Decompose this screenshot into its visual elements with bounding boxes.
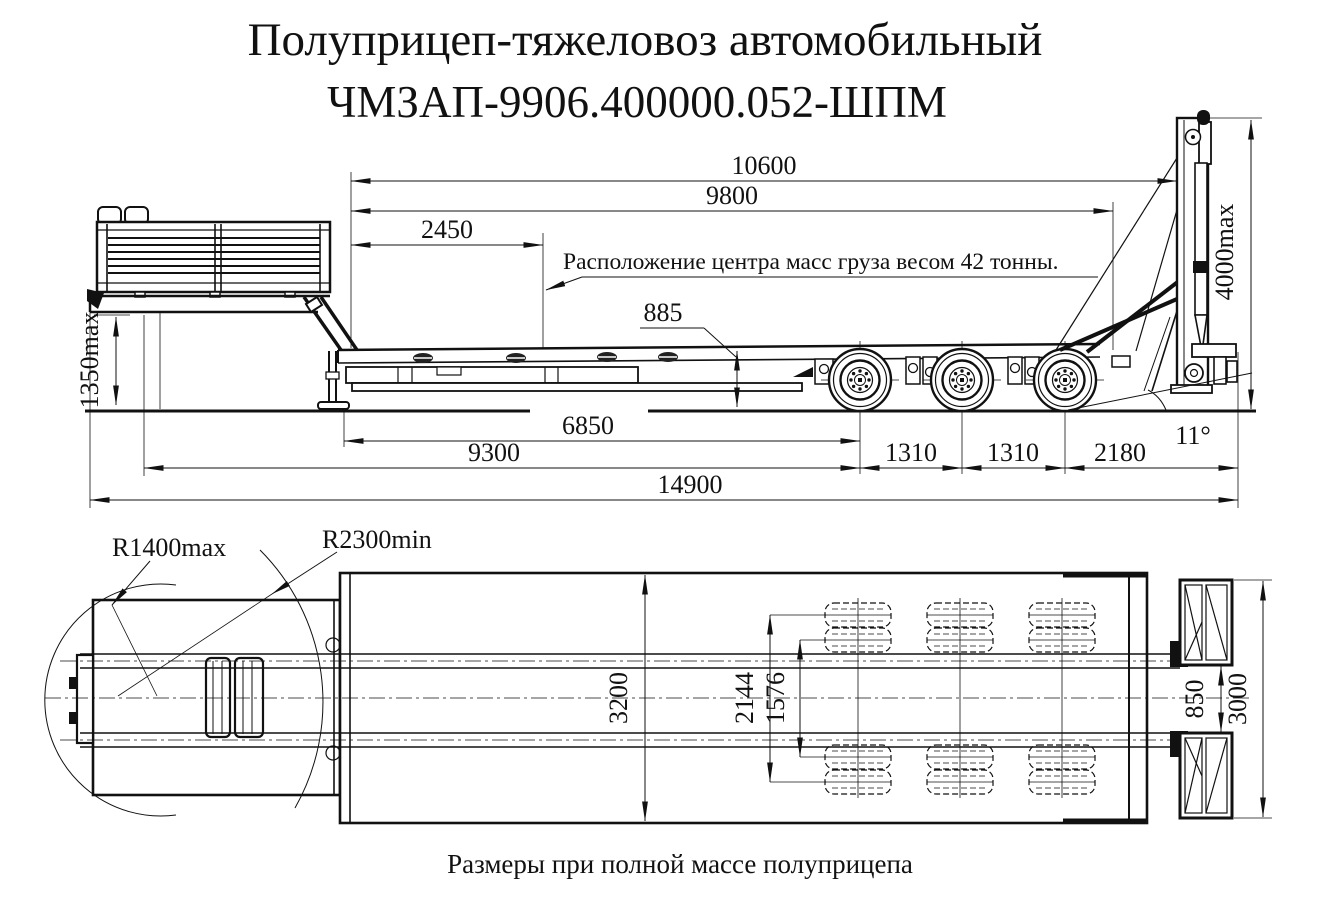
dim-10600-label: 10600 <box>732 151 797 180</box>
main-deck <box>337 342 1101 392</box>
dim-4000max: 4000max <box>1206 117 1262 410</box>
cg-note-text: Расположение центра масс груза весом 42 … <box>563 249 1059 275</box>
ramp-mast <box>1055 110 1238 394</box>
drawing-caption: Размеры при полной массе полуприцепа <box>447 849 913 879</box>
dim-9300-label: 9300 <box>468 438 520 467</box>
dim-14900-label: 14900 <box>658 470 723 499</box>
lashing-ring <box>325 637 341 653</box>
drawing-title: Полуприцеп-тяжеловоз автомобильный <box>248 14 1043 66</box>
ramp-top <box>1178 578 1234 667</box>
dim-6850-label: 6850 <box>562 411 614 440</box>
dim-4000max-label: 4000max <box>1210 204 1239 301</box>
title-block: Полуприцеп-тяжеловоз автомобильный ЧМЗАП… <box>248 14 1043 127</box>
dim-850-label: 850 <box>1180 680 1209 719</box>
lashing-ring <box>325 745 341 761</box>
dim-3000-label: 3000 <box>1223 673 1252 725</box>
gooseneck <box>87 289 359 410</box>
side-dimensions-bottom: 6850 9300 1310 1310 2180 14900 <box>89 308 1239 508</box>
plan-kingpin-area <box>69 653 265 745</box>
wheel-3 <box>1026 341 1104 413</box>
dim-2450-label: 2450 <box>421 215 473 244</box>
hydraulic-cylinder <box>1194 162 1208 316</box>
wheels <box>821 341 1104 413</box>
rear-beam <box>1191 343 1237 358</box>
dim-1310a-label: 1310 <box>885 438 937 467</box>
landing-leg <box>317 351 350 410</box>
gooseneck-hinge <box>304 295 324 314</box>
wheel-1 <box>821 341 899 413</box>
tie-down-rings <box>413 352 678 363</box>
axle-group-2 <box>926 598 994 798</box>
dim-1350max-label: 1350max <box>75 312 104 409</box>
cg-note: Расположение центра масс груза весом 42 … <box>545 249 1098 291</box>
drawing-model-number: ЧМЗАП-9906.400000.052-ШПМ <box>327 77 947 127</box>
front-rack <box>95 206 332 298</box>
dim-2180-label: 2180 <box>1094 438 1146 467</box>
side-view: 11° 10600 9800 2450 Расположение центра … <box>75 110 1262 508</box>
dim-1576-label: 1576 <box>761 672 790 724</box>
r1400-label: R1400max <box>112 533 226 562</box>
dim-885-label: 885 <box>644 298 683 327</box>
rear-roller <box>1184 363 1204 383</box>
ramp-angle: 11° <box>1067 372 1253 450</box>
dim-885: 885 <box>640 298 740 408</box>
front-coupler <box>87 289 104 309</box>
dim-3200-label: 3200 <box>604 672 633 724</box>
plan-rails <box>45 637 1252 761</box>
ramp-angle-label: 11° <box>1175 421 1210 450</box>
axle-group-3 <box>1028 598 1096 798</box>
turn-radii: R1400max R2300min <box>44 525 432 817</box>
side-dimensions-top: 10600 9800 2450 Расположение центра масс… <box>75 117 1262 410</box>
mast-tip <box>1197 110 1210 125</box>
r2300-label: R2300min <box>322 525 432 554</box>
plan-ramps <box>1170 578 1234 820</box>
dim-2144-label: 2144 <box>730 672 759 724</box>
arc-r2300 <box>259 549 324 809</box>
dim-1350max: 1350max <box>75 312 130 409</box>
wheel-2 <box>923 341 1001 413</box>
ramp-bottom <box>1178 731 1234 820</box>
plan-dimensions: 3200 2144 1576 850 3000 <box>604 574 1272 822</box>
dim-1310b-label: 1310 <box>987 438 1039 467</box>
plan-view: R1400max R2300min 3200 2144 1576 850 300… <box>44 525 1272 825</box>
dim-9800-label: 9800 <box>706 181 758 210</box>
